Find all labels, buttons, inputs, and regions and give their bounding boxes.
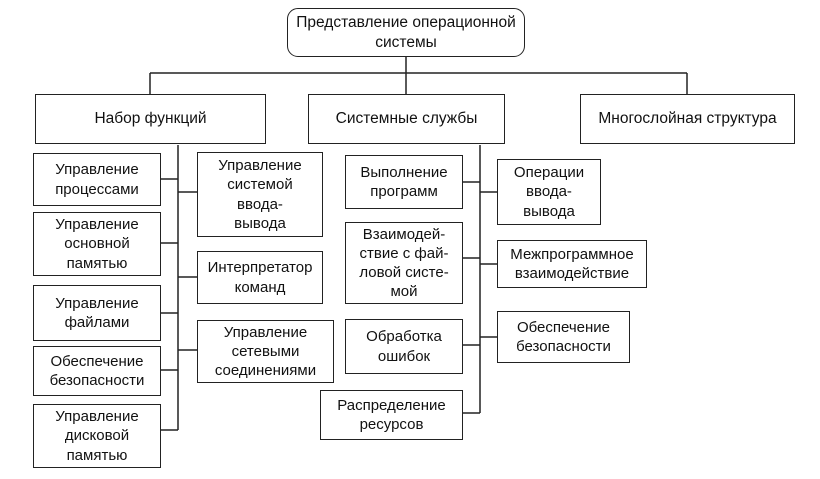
function-process-management: Управление процессами bbox=[33, 153, 161, 206]
function-command-interpreter: Интерпретатор команд bbox=[197, 251, 323, 304]
function-main-memory-management: Управление основной памятью bbox=[33, 212, 161, 276]
service-filesystem-interaction: Взаимодей- ствие с фай- ловой систе- мой bbox=[345, 222, 463, 304]
service-resource-allocation: Распределение ресурсов bbox=[320, 390, 463, 440]
service-io-operations: Операции ввода- вывода bbox=[497, 159, 601, 225]
category-function-set: Набор функций bbox=[35, 94, 266, 144]
service-program-execution: Выполнение программ bbox=[345, 155, 463, 209]
function-file-management: Управление файлами bbox=[33, 285, 161, 341]
function-security: Обеспечение безопасности bbox=[33, 346, 161, 396]
function-network-connections-management: Управление сетевыми соединениями bbox=[197, 320, 334, 383]
root-node: Представление операционной системы bbox=[287, 8, 525, 57]
function-io-system-management: Управление системой ввода- вывода bbox=[197, 152, 323, 237]
service-security: Обеспечение безопасности bbox=[497, 311, 630, 363]
category-system-services: Системные службы bbox=[308, 94, 505, 144]
function-disk-memory-management: Управление дисковой памятью bbox=[33, 404, 161, 468]
service-interprogram-interaction: Межпрограммное взаимодействие bbox=[497, 240, 647, 288]
service-error-handling: Обработка ошибок bbox=[345, 319, 463, 374]
category-layered-structure: Многослойная структура bbox=[580, 94, 795, 144]
